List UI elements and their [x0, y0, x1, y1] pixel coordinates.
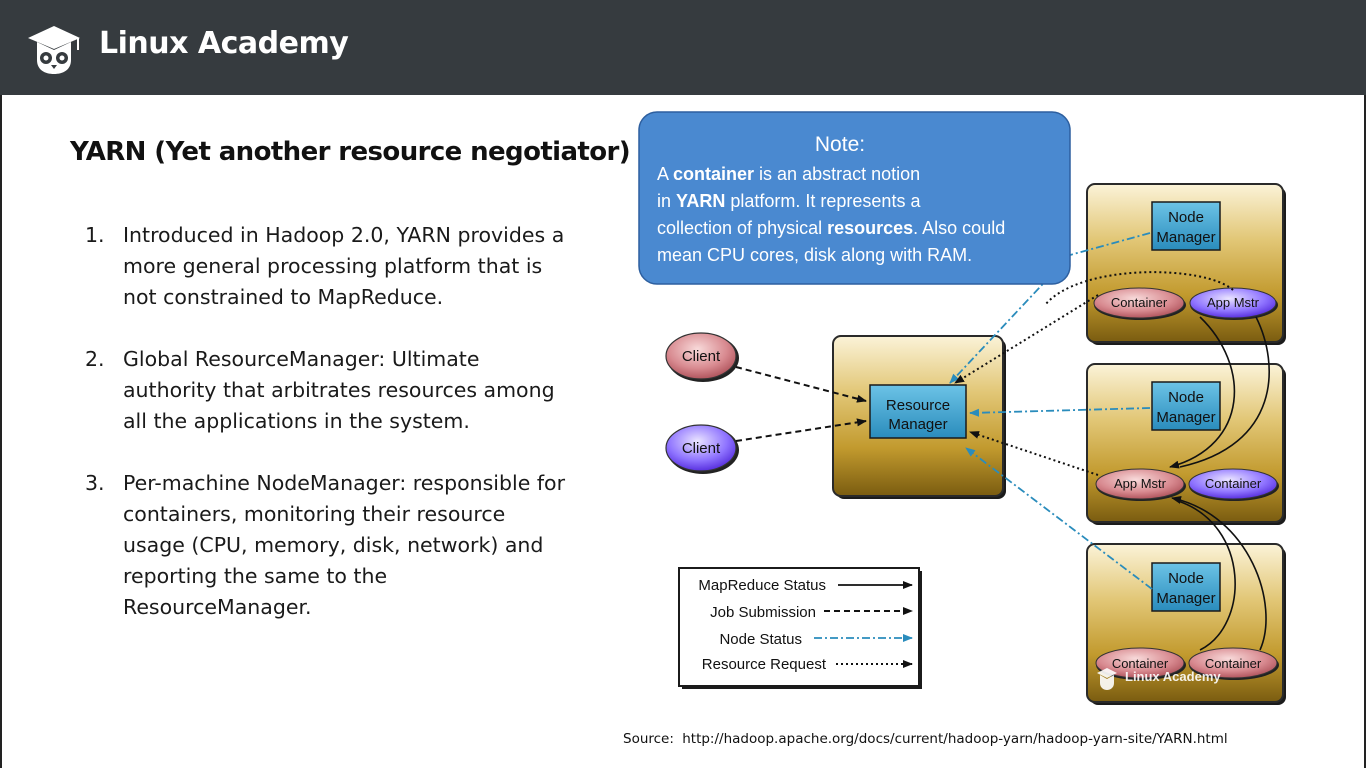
node-manager-1: Node Manager: [1151, 201, 1221, 251]
svg-text:mean CPU cores, disk along wit: mean CPU cores, disk along with RAM.: [657, 245, 972, 265]
svg-text:Container: Container: [1205, 656, 1262, 671]
list-item: 2. Global ResourceManager: Ultimate auth…: [85, 344, 565, 437]
svg-text:Manager: Manager: [1156, 409, 1215, 426]
svg-text:Client: Client: [682, 348, 721, 365]
watermark: Linux Academy: [1097, 668, 1221, 690]
svg-text:Container: Container: [1111, 295, 1168, 310]
svg-text:Manager: Manager: [1156, 590, 1215, 607]
svg-text:Note:: Note:: [815, 133, 865, 156]
slide-title: YARN (Yet another resource negotiator): [70, 137, 631, 167]
container-oval: Container: [1095, 647, 1186, 680]
list-text: Global ResourceManager: Ultimate authori…: [123, 347, 555, 433]
note-callout: Note: A container is an abstract notion …: [638, 111, 1071, 285]
source-citation: Source: http://hadoop.apache.org/docs/cu…: [623, 731, 1228, 747]
container-oval: Container: [1093, 287, 1186, 320]
owl-logo-icon: [1097, 668, 1117, 690]
bullet-list: 1. Introduced in Hadoop 2.0, YARN provid…: [85, 220, 565, 654]
container-oval: Container: [1188, 647, 1279, 680]
svg-text:A container is an abstract not: A container is an abstract notion: [657, 164, 920, 184]
brand-name: Linux Academy: [99, 26, 349, 61]
legend-resource-request: Resource Request: [702, 656, 827, 673]
frame-border-right: [1364, 95, 1366, 768]
owl-logo-icon: [28, 26, 80, 74]
source-link[interactable]: http://hadoop.apache.org/docs/current/ha…: [682, 731, 1228, 747]
legend: MapReduce Status Job Submission Node Sta…: [678, 567, 922, 689]
svg-text:App Mstr: App Mstr: [1207, 295, 1260, 310]
yarn-architecture-diagram: Node Manager Node Manager Node Manager R…: [638, 111, 1286, 705]
svg-text:App Mstr: App Mstr: [1114, 476, 1167, 491]
client-1: Client: [665, 332, 739, 382]
client-2: Client: [665, 424, 739, 474]
source-label: Source:: [623, 731, 674, 747]
list-text: Introduced in Hadoop 2.0, YARN provides …: [123, 223, 565, 309]
svg-text:Container: Container: [1112, 656, 1169, 671]
legend-mapreduce-status: MapReduce Status: [698, 577, 826, 594]
svg-text:Node: Node: [1168, 570, 1204, 587]
list-item: 1. Introduced in Hadoop 2.0, YARN provid…: [85, 220, 565, 313]
svg-text:Node: Node: [1168, 209, 1204, 226]
resource-manager: Resource Manager: [869, 384, 967, 439]
svg-text:Container: Container: [1205, 476, 1262, 491]
list-number: 3.: [85, 471, 105, 495]
list-item: 3. Per-machine NodeManager: responsible …: [85, 468, 565, 623]
legend-job-submission: Job Submission: [710, 604, 816, 621]
svg-text:collection of physical resourc: collection of physical resources. Also c…: [657, 218, 1005, 238]
list-number: 1.: [85, 223, 105, 247]
top-bar: Linux Academy: [0, 0, 1366, 95]
svg-text:Manager: Manager: [1156, 229, 1215, 246]
svg-text:Linux Academy: Linux Academy: [1125, 669, 1221, 684]
svg-text:Client: Client: [682, 440, 721, 457]
container-oval: Container: [1188, 468, 1279, 501]
node-manager-3: Node Manager: [1151, 562, 1221, 612]
list-text: Per-machine NodeManager: responsible for…: [123, 471, 566, 619]
legend-node-status: Node Status: [719, 631, 802, 648]
frame-border-left: [0, 95, 2, 768]
svg-text:in YARN platform. It represent: in YARN platform. It represents a: [657, 191, 921, 211]
node-manager-2: Node Manager: [1151, 381, 1221, 431]
app-master-oval: App Mstr: [1095, 468, 1186, 501]
app-master-oval: App Mstr: [1189, 287, 1278, 320]
svg-text:Node: Node: [1168, 389, 1204, 406]
list-number: 2.: [85, 347, 105, 371]
svg-text:Manager: Manager: [888, 416, 947, 433]
svg-text:Resource: Resource: [886, 397, 950, 414]
